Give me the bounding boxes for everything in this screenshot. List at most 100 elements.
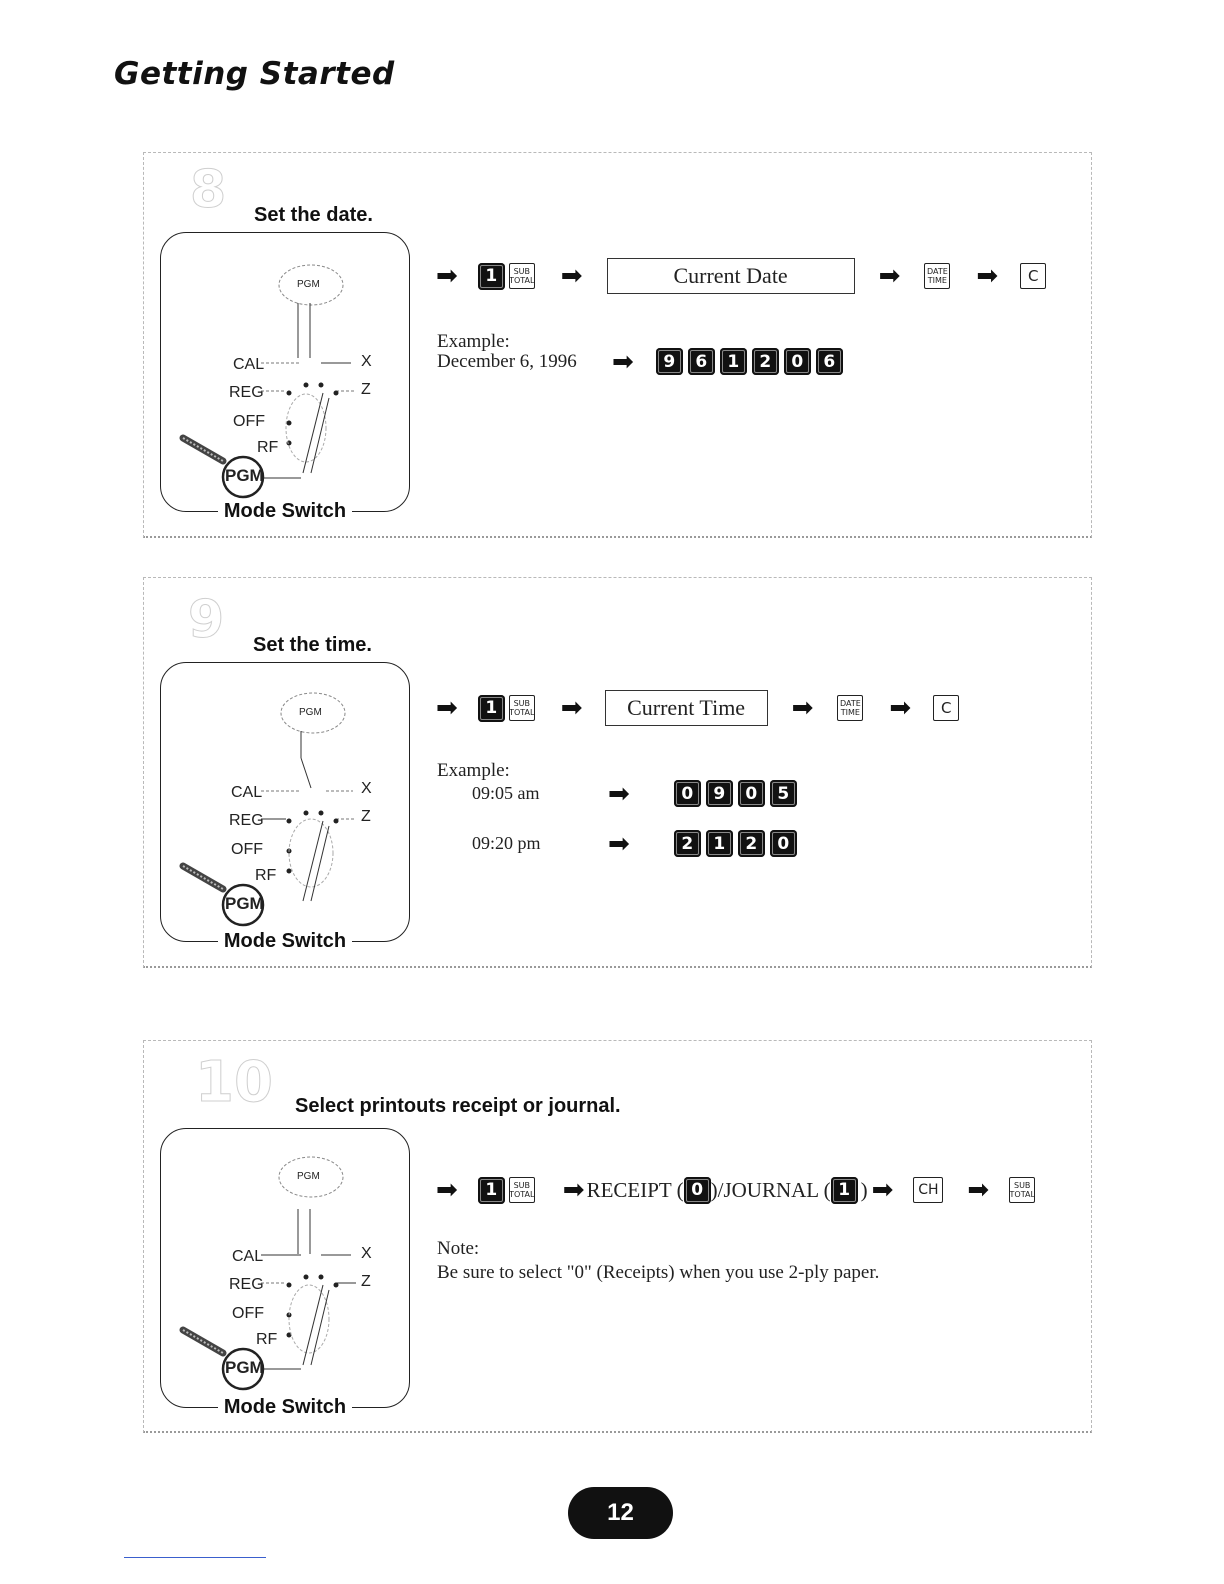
journal-label: )/JOURNAL ( <box>710 1177 831 1202</box>
mode-switch-diagram: X Z CAL REG OFF RF PGM PGM Mode Switch <box>160 232 410 522</box>
example-text: 09:05 am <box>472 783 540 803</box>
current-date-entry: Current Date <box>606 258 855 294</box>
mode-switch-icon <box>179 1156 356 1391</box>
key-ch: CH <box>913 1177 944 1203</box>
mode-label-x: X <box>361 1245 372 1262</box>
mode-key-pgm: PGM <box>225 466 264 485</box>
footer-rule <box>124 1557 266 1558</box>
digit-key: 2 <box>673 830 701 857</box>
digit-key: 0 <box>737 780 765 807</box>
key-1: 1 <box>477 262 505 290</box>
mode-switch-caption: Mode Switch <box>161 1396 409 1419</box>
key-1: 1 <box>477 694 505 722</box>
mode-label-cal: CAL <box>233 356 265 373</box>
note-text: Be sure to select "0" (Receipts) when yo… <box>437 1262 880 1283</box>
mode-label-rf: RF <box>256 1331 278 1348</box>
key-sequence-date: ➡ 1 SUB TOTAL ➡ Current Date ➡ DATE TIME… <box>436 258 1047 294</box>
arrow-icon: ➡ <box>560 693 583 723</box>
example-label: Example: <box>437 331 510 352</box>
step-panel-time <box>143 577 1092 968</box>
note-label: Note: <box>437 1238 480 1259</box>
step-panel-date <box>143 152 1092 538</box>
example-time-pm: 09:20 pm ➡ 2 1 2 0 <box>472 830 797 857</box>
mode-label-z: Z <box>361 1273 371 1290</box>
mode-label-x: X <box>361 353 372 370</box>
mode-label-off: OFF <box>233 413 265 430</box>
key-date-time: DATE TIME <box>924 263 951 289</box>
mode-label-reg: REG <box>229 1276 264 1293</box>
mode-switch-icon <box>179 264 356 499</box>
page-title: Getting Started <box>114 56 395 92</box>
key-clear: C <box>933 695 960 721</box>
mode-label-reg: REG <box>229 384 264 401</box>
arrow-icon: ➡ <box>608 828 630 859</box>
digit-key: 5 <box>769 780 797 807</box>
step-title: Set the date. <box>254 204 373 226</box>
arrow-icon: ➡ <box>436 1175 458 1205</box>
mode-switch-caption: Mode Switch <box>161 500 409 523</box>
step-panel-printout <box>143 1040 1092 1433</box>
key-1: 1 <box>477 1176 505 1204</box>
key-clear: C <box>1020 263 1047 289</box>
example-label: Example: <box>437 760 510 781</box>
arrow-icon: ➡ <box>560 261 583 291</box>
digit-key: 2 <box>751 348 779 375</box>
digit-keys: 0 9 0 5 <box>673 780 797 807</box>
key-date-time: DATE TIME <box>837 695 864 721</box>
digit-key: 6 <box>815 348 843 375</box>
mode-label-off: OFF <box>231 841 263 858</box>
arrow-icon: ➡ <box>967 1175 990 1205</box>
example-text: 09:20 pm <box>472 833 541 853</box>
mode-label-pgm-top: PGM <box>297 1171 320 1182</box>
digit-key: 1 <box>719 348 747 375</box>
step-number: 10 <box>195 1050 274 1116</box>
mode-label-cal: CAL <box>231 784 263 801</box>
digit-key: 0 <box>769 830 797 857</box>
example-date: December 6, 1996 ➡ 9 6 1 2 0 6 <box>437 348 843 375</box>
mode-label-pgm-top: PGM <box>297 279 320 290</box>
mode-key-pgm: PGM <box>225 1358 264 1377</box>
step-number: 8 <box>189 160 227 221</box>
mode-label-rf: RF <box>255 867 277 884</box>
arrow-icon: ➡ <box>436 693 458 723</box>
key-subtotal: SUB TOTAL <box>1009 1177 1036 1203</box>
digit-key: 2 <box>737 830 765 857</box>
mode-switch-caption: Mode Switch <box>161 930 409 953</box>
arrow-icon: ➡ <box>878 261 901 291</box>
arrow-icon: ➡ <box>791 693 814 723</box>
example-time-am: 09:05 am ➡ 0 9 0 5 <box>472 780 797 807</box>
mode-label-z: Z <box>361 381 371 398</box>
mode-key-pgm: PGM <box>225 894 264 913</box>
key-sequence-time: ➡ 1 SUB TOTAL ➡ Current Time ➡ DATE TIME… <box>436 690 960 726</box>
digit-key: 9 <box>655 348 683 375</box>
key-0: 0 <box>683 1176 711 1204</box>
close-paren: ) <box>860 1177 868 1202</box>
mode-label-cal: CAL <box>232 1248 264 1265</box>
arrow-icon: ➡ <box>562 1175 585 1205</box>
digit-key: 1 <box>705 830 733 857</box>
step-title: Set the time. <box>253 634 372 656</box>
key-sequence-printout: ➡ 1 SUB TOTAL ➡ RECEIPT ( 0 )/JOURNAL ( … <box>436 1172 1036 1208</box>
arrow-icon: ➡ <box>976 261 999 291</box>
key-subtotal: SUB TOTAL <box>508 695 535 721</box>
key-subtotal: SUB TOTAL <box>508 1177 535 1203</box>
current-time-entry: Current Time <box>604 690 768 726</box>
arrow-icon: ➡ <box>889 693 912 723</box>
mode-switch-diagram: X Z CAL REG OFF RF PGM PGM Mode Switch <box>160 1128 410 1418</box>
mode-label-pgm-top: PGM <box>299 707 322 718</box>
digit-key: 6 <box>687 348 715 375</box>
mode-label-rf: RF <box>257 439 279 456</box>
arrow-icon: ➡ <box>871 1175 894 1205</box>
mode-switch-diagram: X Z CAL REG OFF RF PGM PGM Mode Switch <box>160 662 410 952</box>
step-title: Select printouts receipt or journal. <box>295 1095 621 1117</box>
mode-label-x: X <box>361 780 372 797</box>
receipt-label: RECEIPT ( <box>586 1177 684 1202</box>
step-number: 9 <box>187 590 225 651</box>
arrow-icon: ➡ <box>608 778 630 809</box>
example-text: December 6, 1996 <box>437 350 577 372</box>
arrow-icon: ➡ <box>612 346 634 377</box>
digit-key: 0 <box>673 780 701 807</box>
digit-keys: 9 6 1 2 0 6 <box>655 348 843 375</box>
digit-key: 9 <box>705 780 733 807</box>
page-number: 12 <box>568 1487 673 1539</box>
